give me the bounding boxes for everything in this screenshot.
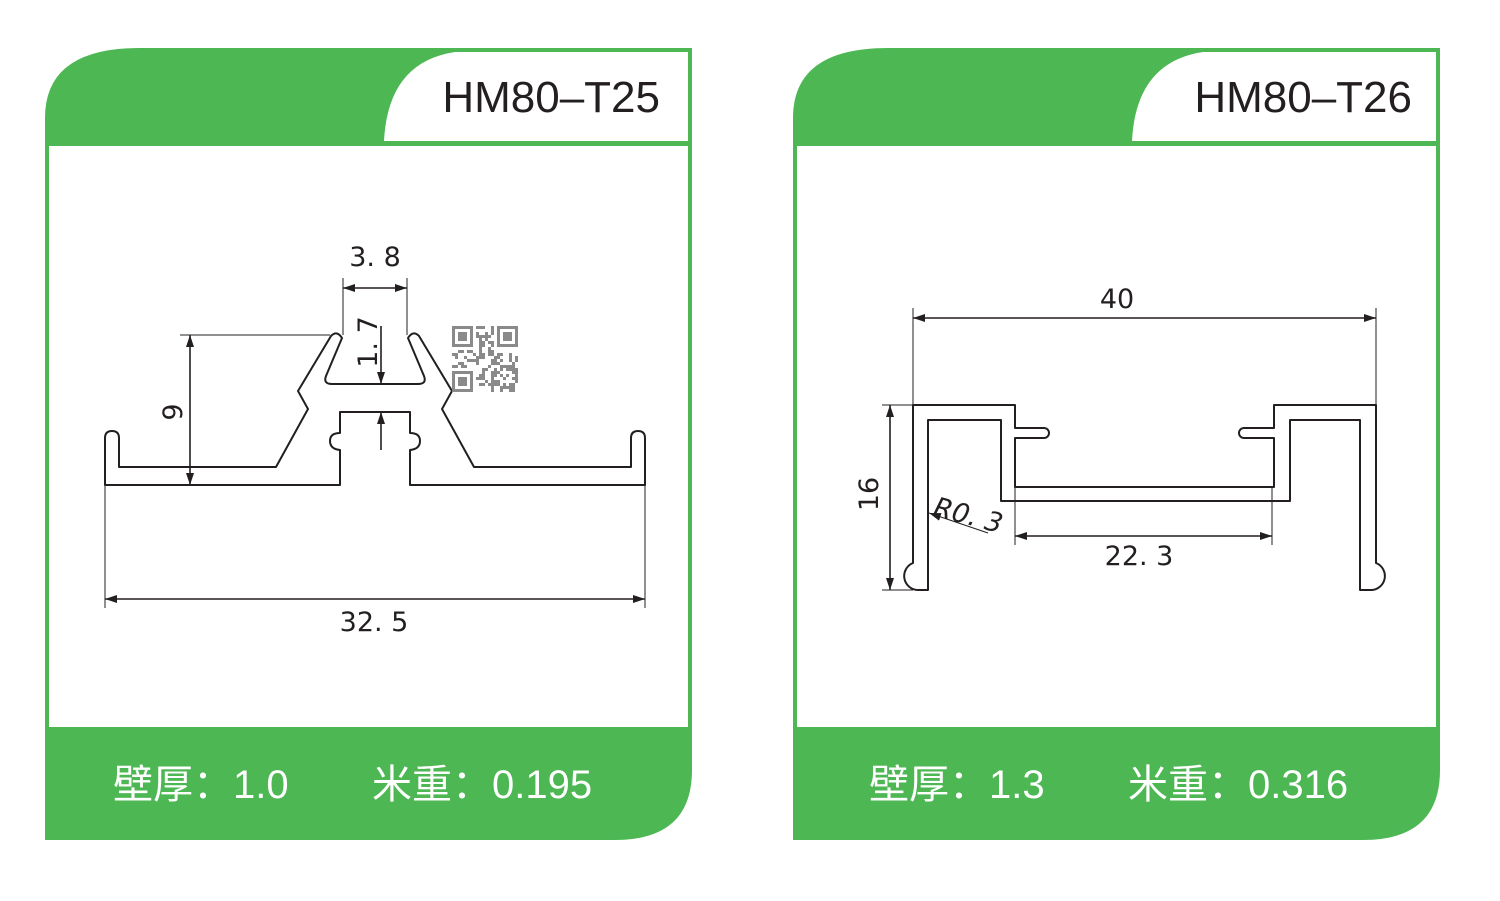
dim-height: 9 (158, 403, 189, 420)
profile-drawing: 40 16 22. 3 R0. 3 (854, 284, 1386, 592)
specs-line: 壁厚：1.0 米重：0.195 (113, 763, 592, 807)
weight-value: 0.195 (492, 763, 592, 807)
title-tab (1132, 52, 1436, 141)
weight-label: 米重： (372, 763, 492, 807)
drawing-area (797, 146, 1436, 727)
dim-width: 40 (1100, 284, 1134, 315)
drawing-area (49, 146, 688, 727)
profile-outline (903, 404, 1386, 592)
wall-thickness-label: 壁厚： (869, 763, 989, 807)
product-card-hm80-t25: HM80–T25 3. 8 1. 7 9 32. 5 壁厚：1.0 米 (45, 48, 692, 840)
product-card-hm80-t26: HM80–T26 40 16 22. 3 R0. 3 壁厚：1.3 米重：0.3… (793, 48, 1440, 840)
qr-code (452, 326, 518, 392)
product-code: HM80–T26 (1194, 73, 1412, 122)
specs-line: 壁厚：1.3 米重：0.316 (869, 763, 1348, 807)
dim-height: 16 (854, 477, 885, 511)
title-tab (384, 52, 688, 141)
dim-gap: 1. 7 (353, 316, 384, 368)
dim-inner-width: 22. 3 (1105, 541, 1174, 572)
wall-thickness-value: 1.3 (989, 763, 1045, 807)
wall-thickness-label: 壁厚： (113, 763, 233, 807)
weight-value: 0.316 (1248, 763, 1348, 807)
dim-width: 32. 5 (340, 607, 409, 638)
product-code: HM80–T25 (442, 73, 660, 122)
dim-top-width: 3. 8 (349, 242, 401, 273)
wall-thickness-value: 1.0 (233, 763, 289, 807)
profile-outline (104, 332, 646, 486)
profile-drawing: 3. 8 1. 7 9 32. 5 (104, 242, 646, 638)
weight-label: 米重： (1128, 763, 1248, 807)
